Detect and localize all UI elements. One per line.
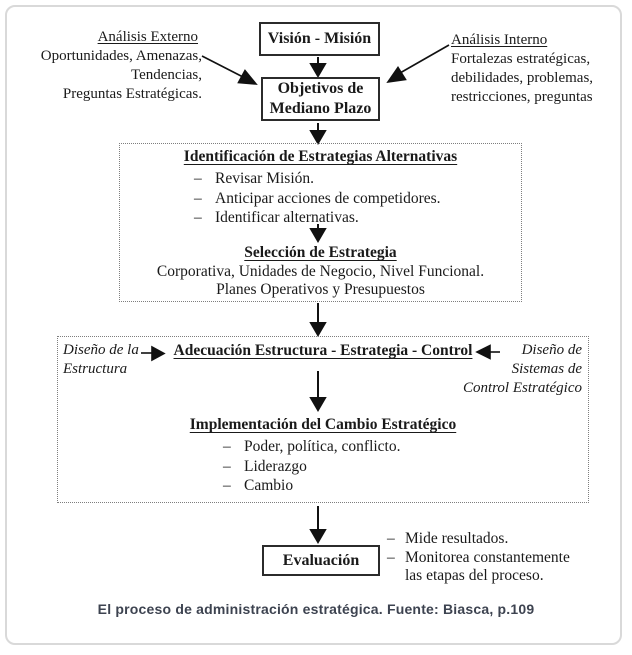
dash-bullet: – <box>194 170 202 187</box>
strategy-identification-title: Identificación de Estrategias Alternativ… <box>183 148 458 165</box>
dash-bullet: – <box>387 530 395 547</box>
strategy-selection-block: Selección de Estrategia Corporativa, Uni… <box>120 244 521 300</box>
evaluation-note: las etapas del proceso. <box>387 567 570 586</box>
evaluation-box: Evaluación <box>262 545 380 576</box>
evaluation-note-text: Mide resultados. <box>405 530 509 547</box>
vision-mission-box: Visión - Misión <box>259 22 380 56</box>
evaluation-note-text: Monitorea constantemente <box>405 548 570 566</box>
dash-bullet: – <box>194 209 202 226</box>
internal-analysis-block: Análisis Interno Fortalezas estratégicas… <box>451 31 621 107</box>
change-implementation-list: – Poder, política, conflicto. – Liderazg… <box>223 437 401 496</box>
vision-mission-label: Visión - Misión <box>267 30 372 47</box>
list-item-text: Cambio <box>244 477 294 494</box>
dash-bullet <box>387 567 405 586</box>
list-item-text: Revisar Misión. <box>215 170 315 187</box>
list-item-text: Anticipar acciones de competidores. <box>215 189 441 207</box>
external-analysis-line: Preguntas Estratégicas. <box>62 86 202 102</box>
structure-design-label: Diseño de la Estructura <box>63 342 139 377</box>
dash-bullet: – <box>387 548 395 566</box>
list-item-text: Identificar alternativas. <box>215 209 359 226</box>
strategy-identification-box: Identificación de Estrategias Alternativ… <box>119 143 522 302</box>
internal-analysis-line: Fortalezas estratégicas, <box>451 51 591 67</box>
list-item-text: Liderazgo <box>244 457 307 475</box>
external-analysis-line: Tendencias, <box>130 67 202 83</box>
figure-caption: El proceso de administración estratégica… <box>97 601 535 617</box>
strategy-selection-line: Corporativa, Unidades de Negocio, Nivel … <box>156 262 485 280</box>
list-item-text: Poder, política, conflicto. <box>244 438 401 455</box>
external-analysis-title: Análisis Externo <box>97 29 198 45</box>
objectives-line-2: Mediano Plazo <box>269 100 372 117</box>
evaluation-notes: – Mide resultados. – Monitorea constante… <box>387 530 570 586</box>
list-item: – Anticipar acciones de competidores. <box>194 189 441 209</box>
strategy-selection-line: Planes Operativos y Presupuestos <box>216 281 425 298</box>
list-item: – Cambio <box>223 476 401 496</box>
list-item: – Liderazgo <box>223 457 401 477</box>
change-implementation-title: Implementación del Cambio Estratégico <box>189 416 457 433</box>
structure-strategy-control-title: Adecuación Estructura - Estrategia - Con… <box>173 342 473 359</box>
internal-analysis-line: debilidades, problemas, <box>451 70 594 86</box>
external-analysis-block: Análisis Externo Oportunidades, Amenazas… <box>28 28 202 104</box>
objectives-line-1: Objetivos de <box>277 80 364 97</box>
dash-bullet: – <box>223 438 231 455</box>
structure-strategy-control-box: Diseño de la Estructura Adecuación Estru… <box>57 336 589 503</box>
dash-bullet: – <box>223 477 231 494</box>
strategy-identification-list: – Revisar Misión. – Anticipar acciones d… <box>194 169 441 228</box>
list-item: – Poder, política, conflicto. <box>223 437 401 457</box>
evaluation-label: Evaluación <box>282 551 360 569</box>
evaluation-note: – Monitorea constantemente <box>387 549 570 568</box>
list-item: – Revisar Misión. <box>194 169 441 189</box>
strategy-selection-title: Selección de Estrategia <box>244 244 397 261</box>
dash-bullet: – <box>223 457 231 475</box>
card-border <box>5 5 622 645</box>
internal-analysis-line: restricciones, preguntas <box>451 89 593 105</box>
evaluation-note-text: las etapas del proceso. <box>405 567 544 584</box>
evaluation-note: – Mide resultados. <box>387 530 570 549</box>
dash-bullet: – <box>194 189 202 207</box>
internal-analysis-title: Análisis Interno <box>451 32 548 48</box>
mid-term-objectives-box: Objetivos de Mediano Plazo <box>261 77 380 121</box>
external-analysis-line: Oportunidades, Amenazas, <box>40 48 202 64</box>
control-systems-design-label: Diseño de Sistemas de Control Estratégic… <box>462 342 582 396</box>
list-item: – Identificar alternativas. <box>194 208 441 228</box>
